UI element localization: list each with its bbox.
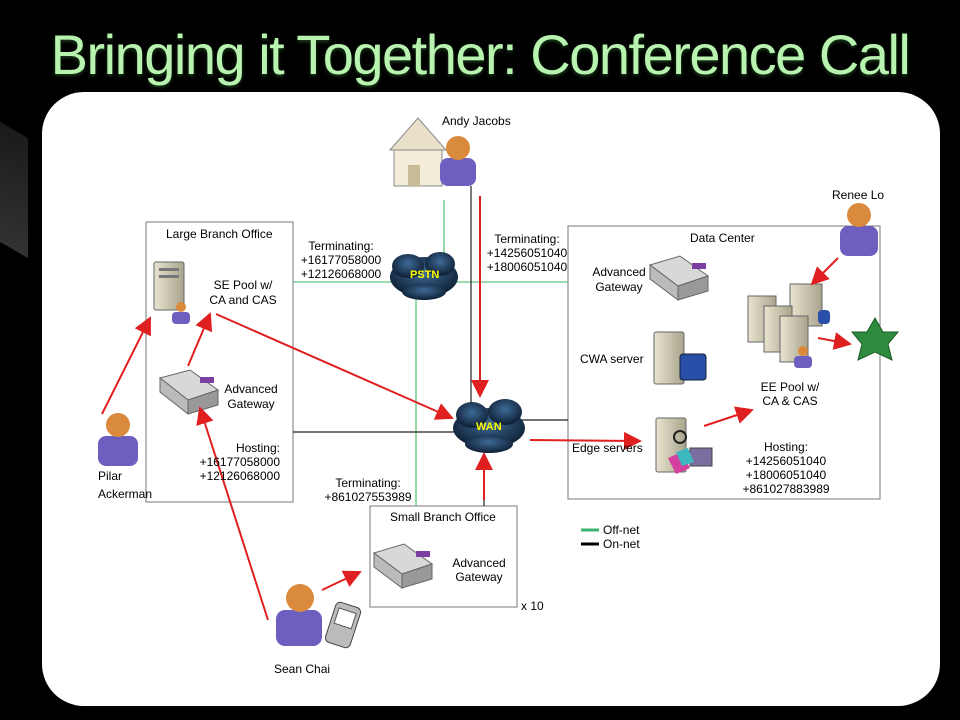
- person-small-ee-icon: [794, 346, 812, 368]
- small-branch-multiplier: x 10: [521, 599, 544, 613]
- se-pool-label-1: SE Pool w/: [213, 278, 273, 292]
- pstn-label: PSTN: [410, 269, 440, 281]
- cwa-label: CWA server: [580, 352, 644, 366]
- person-renee-icon: [840, 203, 878, 256]
- label-andy: Andy Jacobs: [442, 114, 511, 128]
- dc-hosting-0: Hosting:: [763, 440, 809, 454]
- person-andy-icon: [440, 136, 476, 186]
- term-large-2: +12126068000: [300, 267, 382, 281]
- wan-cloud: [453, 399, 525, 453]
- conference-star-icon: [850, 316, 900, 361]
- slide-title: Bringing it Together: Conference Call: [50, 23, 911, 86]
- large-hosting-1: +16177058000: [199, 455, 280, 469]
- data-center-title: Data Center: [690, 231, 755, 245]
- dc-gateway-icon: [648, 255, 710, 301]
- large-gateway-label-1: Advanced: [224, 382, 278, 396]
- term-dc-2: +18006051040: [486, 260, 568, 274]
- dc-hosting-2: +18006051040: [745, 468, 827, 482]
- pstn-cloud: [390, 252, 458, 300]
- large-branch-title: Large Branch Office: [166, 227, 273, 241]
- person-small-se-icon: [172, 302, 190, 324]
- legend-onnet-label: On-net: [603, 537, 640, 551]
- label-pilar-2: Ackerman: [98, 487, 153, 501]
- term-small-0: Terminating:: [335, 476, 401, 490]
- label-renee: Renee Lo: [832, 188, 885, 202]
- ee-pool-label-2: CA & CAS: [762, 394, 818, 408]
- term-large-1: +16177058000: [300, 253, 382, 267]
- ee-pool-cluster-icon: [747, 283, 830, 363]
- wan-label: WAN: [476, 421, 502, 433]
- large-gateway-icon: [158, 369, 220, 416]
- dc-hosting-3: +861027883989: [742, 482, 830, 496]
- dc-gateway-label-1: Advanced: [592, 265, 646, 279]
- se-pool-label-2: CA and CAS: [209, 293, 277, 307]
- edge-label: Edge servers: [572, 441, 643, 455]
- large-gateway-label-2: Gateway: [227, 397, 275, 411]
- se-pool-server-icon: [153, 261, 185, 311]
- term-small-1: +861027553989: [324, 490, 412, 504]
- large-hosting-2: +12126068000: [199, 469, 280, 483]
- house-icon: [388, 117, 448, 187]
- label-sean: Sean Chai: [274, 662, 331, 676]
- dc-hosting-1: +14256051040: [745, 454, 827, 468]
- term-dc-1: +14256051040: [486, 246, 568, 260]
- term-large-0: Terminating:: [308, 239, 374, 253]
- small-branch-title: Small Branch Office: [390, 510, 496, 524]
- person-sean-icon: [276, 584, 322, 646]
- call-arrows: [101, 196, 852, 621]
- mobile-phone-icon: [324, 601, 362, 649]
- term-dc-0: Terminating:: [494, 232, 560, 246]
- ee-pool-label-1: EE Pool w/: [760, 380, 820, 394]
- cwa-server-icon: [653, 331, 707, 385]
- label-pilar-1: Pilar: [98, 469, 123, 483]
- dc-gateway-label-2: Gateway: [595, 280, 643, 294]
- small-gateway-icon: [372, 543, 434, 589]
- small-gateway-label-1: Advanced: [452, 556, 506, 570]
- small-gateway-label-2: Gateway: [455, 570, 503, 584]
- legend-offnet-label: Off-net: [603, 523, 640, 537]
- edge-server-icon: [655, 417, 713, 474]
- person-pilar-icon: [98, 413, 138, 466]
- large-hosting-0: Hosting:: [235, 441, 280, 455]
